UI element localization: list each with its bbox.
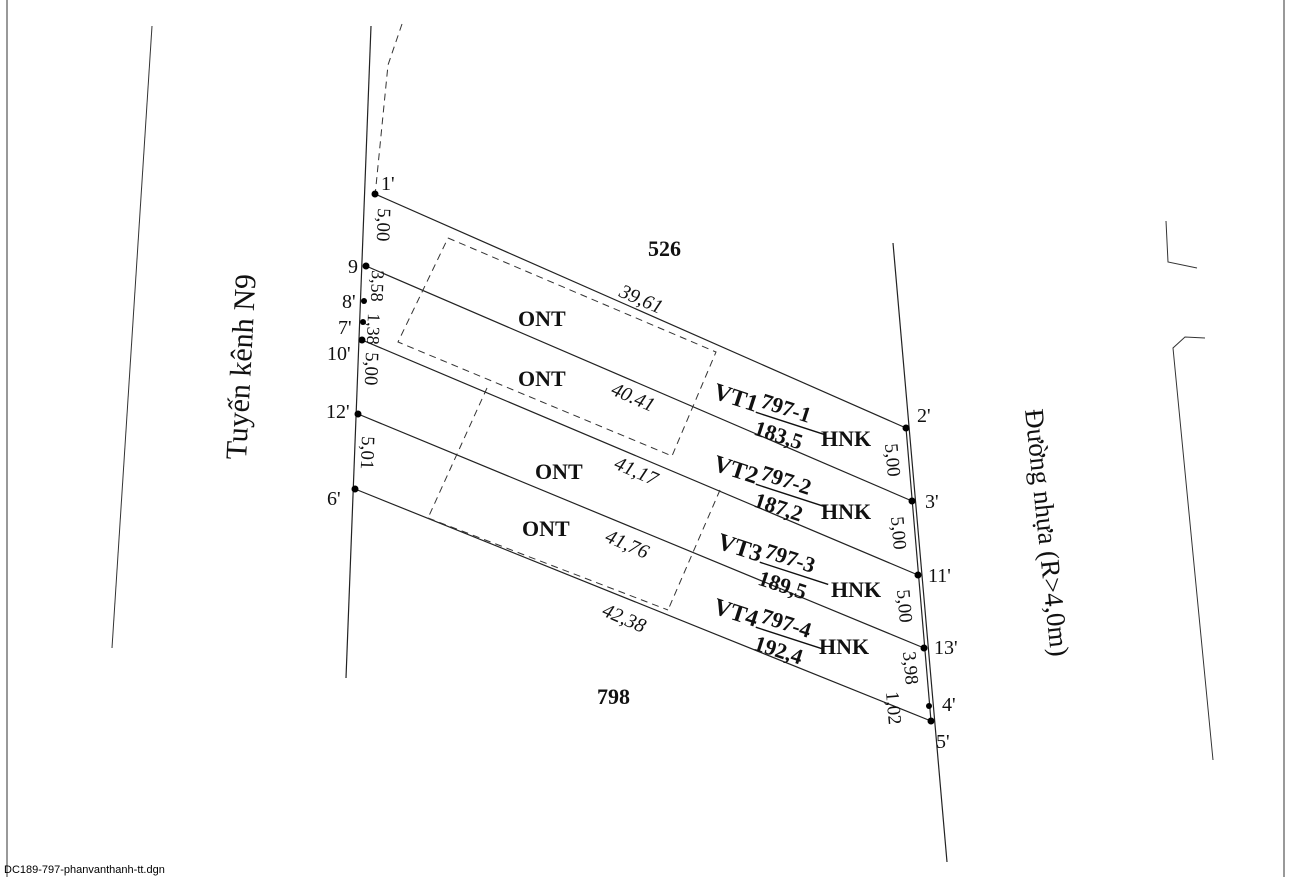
- label-point-13: 13': [934, 637, 958, 659]
- point-1: [371, 190, 379, 198]
- label-point-1: 1': [381, 173, 395, 195]
- label-point-6: 6': [327, 488, 341, 510]
- lot-4-ont: ONT: [522, 516, 570, 541]
- canal-line: [111, 25, 153, 649]
- label-point-2: 2': [917, 405, 931, 427]
- lot-4-label: VT4 797-4 192,4: [710, 594, 825, 669]
- point-9: [362, 262, 370, 270]
- footprint-dashed: [397, 237, 717, 457]
- file-name-label: DC189-797-phanvanthanh-tt.dgn: [4, 864, 165, 876]
- point-4: [926, 703, 932, 709]
- point-7: [360, 319, 366, 325]
- len-edge-5: 42,38: [599, 599, 649, 637]
- label-point-5: 5': [936, 731, 950, 753]
- lot-3-vt: VT3: [714, 529, 765, 568]
- lot-4-vt: VT4: [710, 594, 761, 633]
- right-road-edge: [892, 242, 948, 863]
- point-2: [902, 424, 910, 432]
- neighbor-south: 798: [597, 684, 630, 709]
- lot-2-ont: ONT: [518, 366, 566, 391]
- label-point-9: 9: [348, 256, 358, 278]
- lot-1-label: VT1 797-1 183,5: [710, 379, 825, 454]
- boundary-12-13: [357, 413, 925, 649]
- lot-3-hnk: HNK: [831, 577, 881, 602]
- dim-11-13: 5,00: [892, 589, 916, 624]
- label-point-7: 7': [338, 317, 352, 339]
- boundary-10-11: [361, 339, 919, 576]
- dim-1-9: 5,00: [372, 208, 394, 242]
- lot-1-ont: ONT: [518, 306, 566, 331]
- lot-2-vt: VT2: [710, 451, 761, 490]
- neighbor-north: 526: [648, 236, 681, 261]
- point-6: [351, 485, 359, 493]
- label-point-10: 10': [327, 343, 351, 365]
- dim-3-11: 5,00: [886, 516, 910, 551]
- road-left-label: Tuyến kênh N9: [220, 273, 263, 460]
- len-edge-4: 41,76: [602, 525, 652, 563]
- label-point-3: 3': [925, 491, 939, 513]
- road-feature-lower: [1172, 336, 1214, 761]
- old-boundary-dashed: [374, 23, 403, 197]
- lot-1-fraction-bar: [755, 411, 825, 436]
- lot-2-fraction-bar: [755, 483, 825, 508]
- dim-7-10: 1,38: [363, 313, 384, 345]
- point-10: [358, 336, 366, 344]
- point-3: [908, 497, 916, 505]
- label-point-11: 11': [928, 565, 951, 587]
- boundary-1-2: [374, 193, 907, 429]
- left-boundary-line: [345, 25, 372, 679]
- footprint-dashed-bottom: [427, 517, 669, 611]
- road-feature-upper: [1165, 220, 1198, 269]
- point-11: [914, 571, 922, 579]
- dim-9-8: 3,58: [367, 270, 388, 302]
- lot-1-vt: VT1: [710, 379, 761, 418]
- lot-1-hnk: HNK: [821, 426, 871, 451]
- point-12: [354, 410, 362, 418]
- point-5: [927, 717, 935, 725]
- dim-12-6: 5,01: [356, 436, 378, 470]
- dim-4-5: 1,02: [881, 691, 905, 726]
- dim-13-4: 3,98: [898, 651, 922, 686]
- dim-10-12: 5,00: [360, 352, 382, 386]
- point-8: [361, 298, 367, 304]
- label-point-8: 8': [342, 291, 356, 313]
- lot-3-ont: ONT: [535, 459, 583, 484]
- boundary-9-3: [365, 265, 913, 502]
- lot-4-hnk: HNK: [819, 634, 869, 659]
- label-point-12: 12': [326, 401, 350, 423]
- road-right-label: Đường nhựa (R>4,0m): [1019, 407, 1075, 657]
- lot-3-fraction-bar: [759, 561, 829, 586]
- len-edge-1: 39,61: [615, 280, 666, 319]
- len-edge-2: 40.41: [608, 378, 658, 416]
- dim-2-3: 5,00: [880, 443, 904, 478]
- boundary-6-5: [354, 488, 932, 722]
- footprint-dashed-lower: [427, 387, 488, 519]
- lot-2-hnk: HNK: [821, 499, 871, 524]
- label-point-4: 4': [942, 694, 956, 716]
- point-13: [920, 644, 928, 652]
- footprint-dashed-right: [667, 489, 721, 611]
- lot-4-fraction-bar: [755, 626, 825, 651]
- len-edge-3: 41,17: [611, 452, 662, 491]
